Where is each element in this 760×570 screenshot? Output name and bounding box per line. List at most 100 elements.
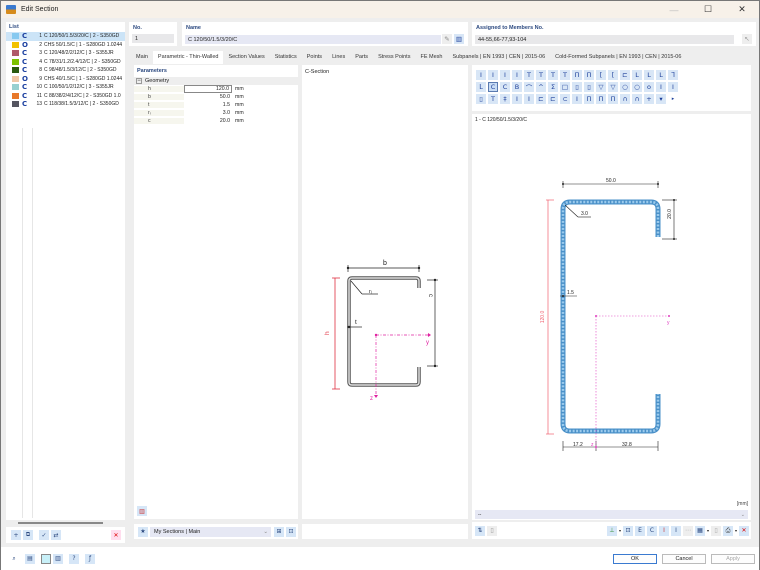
shape-type-icon[interactable]: [ (608, 70, 618, 80)
shape-type-icon[interactable]: I (488, 70, 498, 80)
display-frame-icon[interactable]: ⊡ (622, 525, 633, 536)
stress-points-icon[interactable]: I (658, 525, 669, 536)
view-options-icon[interactable]: ⊥ (606, 525, 617, 536)
shape-type-icon[interactable]: I (656, 82, 666, 92)
shape-type-icon[interactable]: I (512, 70, 522, 80)
shape-type-icon[interactable]: o (644, 82, 654, 92)
print-icon[interactable]: ⎙ (722, 525, 733, 536)
collapse-icon[interactable]: − (136, 78, 142, 84)
shape-type-icon[interactable]: Π (584, 70, 594, 80)
tab-stress-points[interactable]: Stress Points (378, 54, 411, 60)
shape-type-icon[interactable]: ○ (620, 82, 630, 92)
shape-type-icon[interactable]: ᒣ (668, 70, 678, 80)
shape-type-icon[interactable]: ▯ (476, 94, 486, 104)
shape-type-icon[interactable]: Π (572, 70, 582, 80)
shape-type-icon[interactable]: Π (596, 94, 606, 104)
shape-type-icon[interactable]: ∩ (632, 94, 642, 104)
tab-parametric-thin-walled[interactable]: Parametric - Thin-Walled (152, 51, 224, 64)
section-check-icon[interactable]: ▯ (487, 525, 497, 536)
edit-name-icon[interactable]: ✎ (442, 34, 452, 44)
section-outline-icon[interactable]: I (670, 525, 681, 536)
copy-section-icon[interactable]: ⧉ (23, 530, 33, 540)
shape-type-icon[interactable]: B (512, 82, 522, 92)
parameters-info-icon[interactable]: ▥ (137, 506, 147, 516)
shape-type-icon[interactable]: ^ (536, 82, 546, 92)
color-icon[interactable] (41, 553, 51, 564)
save-to-library-icon[interactable]: ⊞ (274, 526, 284, 537)
renumber-icon[interactable]: ⇄ (51, 530, 61, 540)
shape-type-icon[interactable]: ○ (632, 82, 642, 92)
geometry-group[interactable]: − Geometry (134, 77, 298, 85)
search-icon[interactable]: ⌕ (12, 554, 16, 562)
tab-points[interactable]: Points (306, 54, 323, 60)
shape-type-icon[interactable]: + (644, 94, 654, 104)
delete-icon[interactable]: ✕ (111, 530, 121, 540)
shape-type-icon[interactable]: L (656, 70, 666, 80)
shape-type-icon[interactable]: T (548, 70, 558, 80)
parameter-value-input[interactable]: 50.0 (219, 94, 230, 100)
shape-type-icon[interactable]: I (500, 70, 510, 80)
parameter-value-input[interactable]: 3.0 (222, 110, 230, 116)
shape-type-icon[interactable]: L (632, 70, 642, 80)
tab-section-values[interactable]: Section Values (228, 54, 265, 60)
shape-type-icon[interactable]: Σ (548, 82, 558, 92)
close-button[interactable]: ✕ (738, 4, 746, 14)
shape-type-icon[interactable]: ▸ (671, 96, 675, 102)
check-icon[interactable]: ✓ (39, 530, 49, 540)
ok-button[interactable]: OK (613, 554, 657, 564)
library-icon[interactable]: ▥ (454, 34, 464, 44)
shape-type-icon[interactable]: C (500, 82, 510, 92)
shape-type-icon[interactable]: T (560, 70, 570, 80)
new-section-icon[interactable]: + (11, 530, 21, 540)
shape-type-icon[interactable]: ⌒ (524, 82, 534, 92)
shape-type-icon[interactable]: ▾ (656, 94, 666, 104)
select-members-icon[interactable]: ↖ (742, 34, 752, 44)
shape-type-icon[interactable]: I (572, 94, 582, 104)
shape-type-icon[interactable]: I (524, 94, 534, 104)
shape-type-icon[interactable]: ⊏ (620, 70, 630, 80)
shape-type-icon[interactable]: T (488, 94, 498, 104)
tab-parts[interactable]: Parts (355, 54, 369, 60)
tab-cold-formed-subpanels-en-1993-cen-2015-06[interactable]: Cold-Formed Subpanels | EN 1993 | CEN | … (555, 54, 682, 60)
name-field[interactable]: C 120/50/1.5/3/20/C (185, 34, 441, 44)
shape-type-icon[interactable]: ▯ (584, 82, 594, 92)
units-icon[interactable]: ▤ (25, 553, 35, 564)
parameter-value-input[interactable]: 120.0 (184, 85, 232, 93)
shape-type-icon[interactable]: ▯ (572, 82, 582, 92)
tab-lines[interactable]: Lines (332, 54, 346, 60)
properties-icon[interactable]: ▯ (710, 525, 721, 536)
formula-icon[interactable]: ƒ (85, 553, 95, 564)
minimize-button[interactable]: — (669, 4, 679, 15)
shape-type-icon[interactable]: ∩ (620, 94, 630, 104)
favorite-icon[interactable]: ★ (138, 526, 148, 537)
cancel-button[interactable]: Cancel (662, 554, 706, 564)
shape-type-icon[interactable]: □ (560, 82, 570, 92)
shape-type-icon[interactable]: Π (584, 94, 594, 104)
shape-type-icon[interactable]: I (512, 94, 522, 104)
shape-type-icon[interactable]: [ (596, 70, 606, 80)
apply-button[interactable]: Apply (711, 554, 755, 564)
shape-type-icon[interactable]: ⊏ (548, 94, 558, 104)
tab-subpanels-en-1993-cen-2015-06[interactable]: Subpanels | EN 1993 | CEN | 2015-06 (452, 54, 546, 60)
shape-type-icon[interactable]: I (668, 82, 678, 92)
shape-type-icon[interactable]: C (488, 82, 498, 92)
assigned-members-field[interactable]: 44-55,66-77,93-104 (475, 34, 734, 44)
shape-type-icon[interactable]: ⊂ (560, 94, 570, 104)
table-icon[interactable]: ▦ (694, 525, 705, 536)
shape-type-icon[interactable]: ▽ (608, 82, 618, 92)
drawing-dropdown[interactable]: -- ⌄ (475, 510, 748, 519)
new-library-icon[interactable]: ⊡ (286, 526, 296, 537)
shape-type-icon[interactable]: I (476, 70, 486, 80)
shape-type-icon[interactable]: T (536, 70, 546, 80)
hatch-icon[interactable]: ⋯ (682, 525, 693, 536)
shape-type-icon[interactable]: Π (608, 94, 618, 104)
